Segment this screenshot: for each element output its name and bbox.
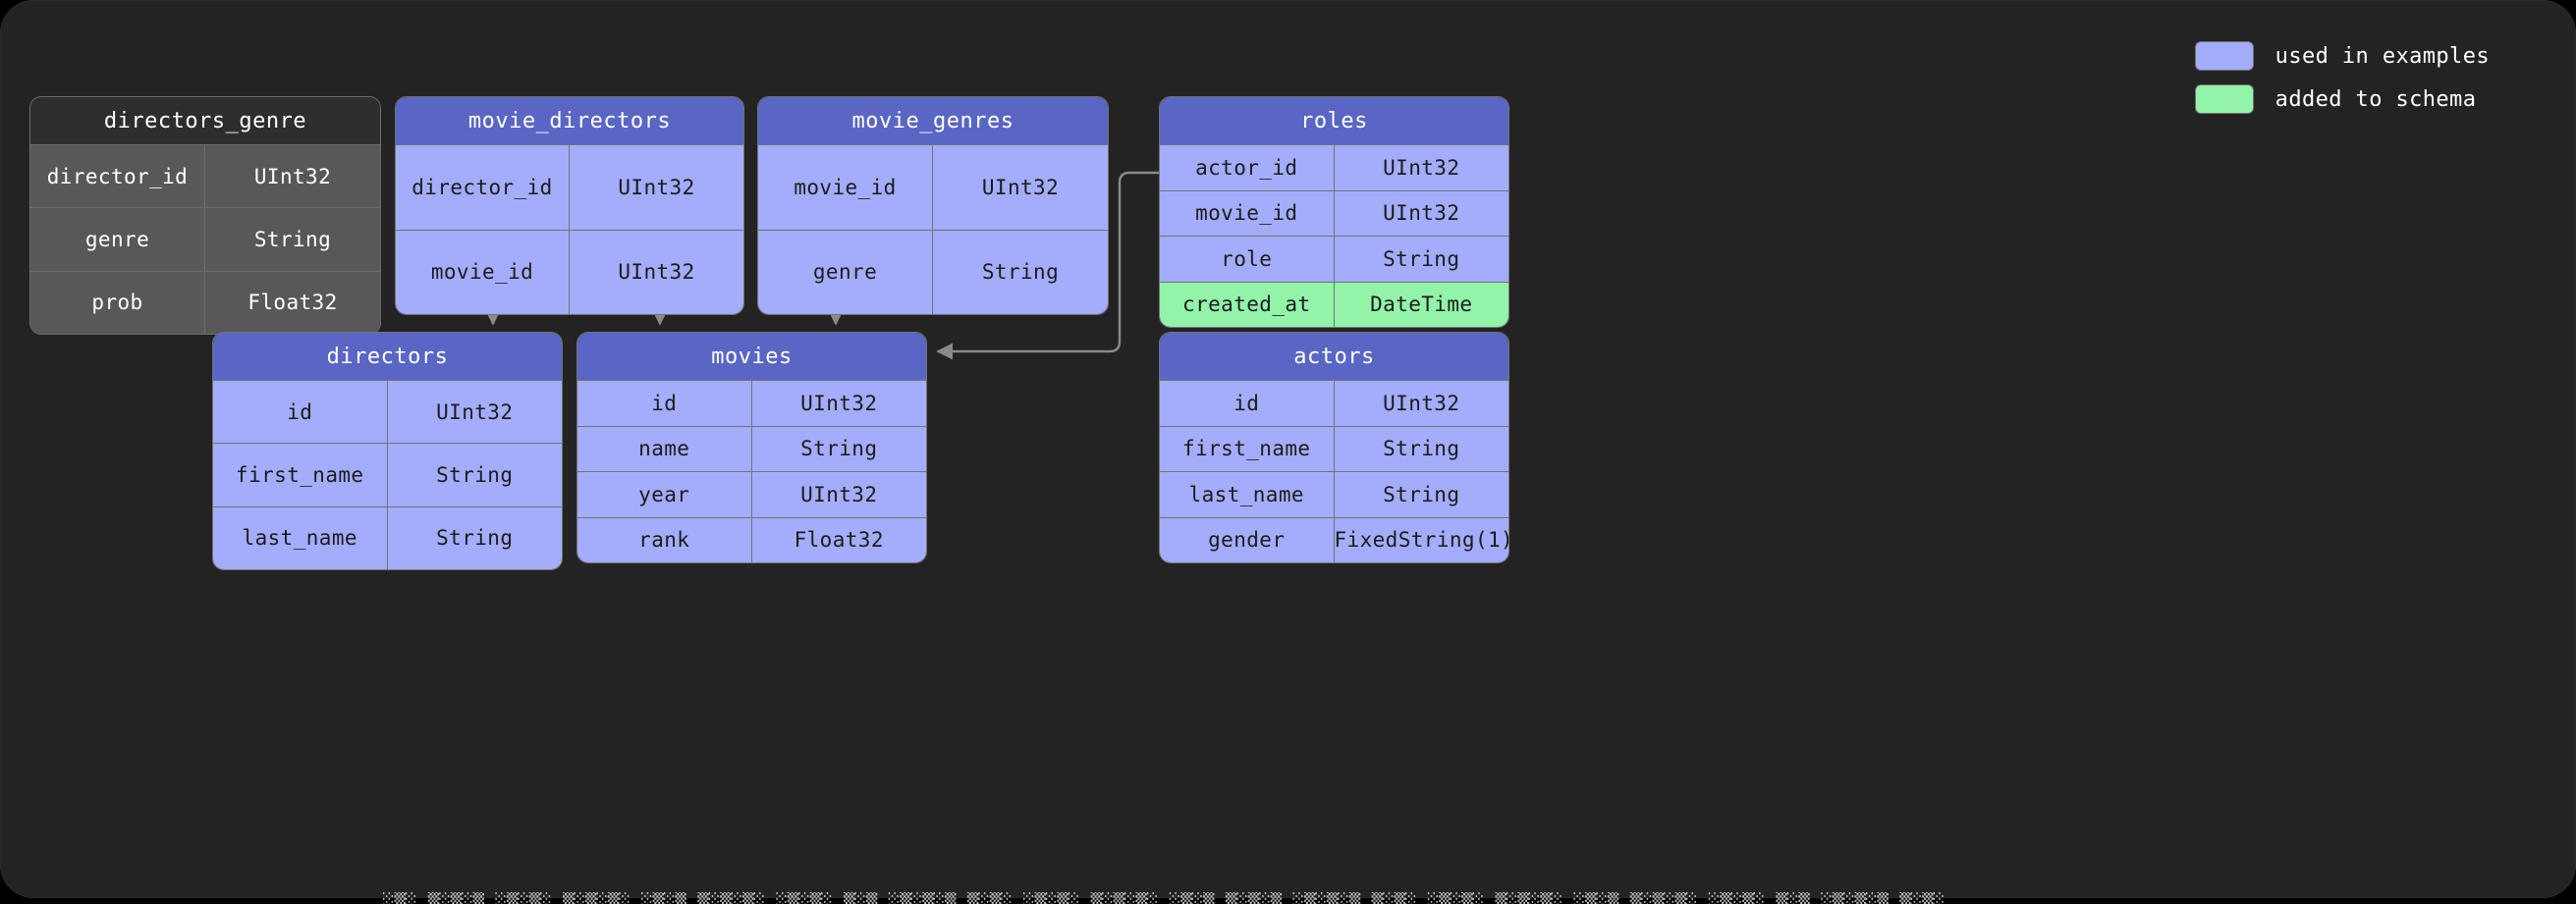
column-name: gender: [1160, 517, 1335, 562]
column-name: last_name: [1160, 472, 1335, 517]
column-type: String: [933, 230, 1108, 314]
column-type: FixedString(1): [1334, 517, 1508, 562]
column-type: DateTime: [1334, 282, 1508, 327]
column-type: UInt32: [751, 381, 926, 426]
legend-swatch-added-icon: [2194, 84, 2254, 114]
legend-swatch-used-icon: [2194, 41, 2254, 71]
column-name: id: [577, 381, 752, 426]
column-type: Float32: [751, 517, 926, 562]
column-name: last_name: [213, 506, 388, 569]
column-name: prob: [30, 271, 205, 334]
column-name: year: [577, 472, 752, 517]
column-name: first_name: [1160, 426, 1335, 471]
column-name: role: [1160, 237, 1335, 282]
column-type: String: [1334, 426, 1508, 471]
column-type: UInt32: [933, 145, 1108, 230]
column-type: String: [387, 444, 562, 506]
clipped-footer-text: ░▒░ ▒░▒░▒ ░▒░▒░ ▒░▒░▒░ ░▒░▒ ▒░▒░▒░ ░▒░▒░…: [383, 892, 1946, 904]
column-name: rank: [577, 517, 752, 562]
table-title-directors_genre: directors_genre: [30, 97, 380, 144]
table-title-actors: actors: [1160, 333, 1508, 380]
table-title-directors: directors: [213, 333, 562, 380]
column-name: genre: [758, 230, 933, 314]
legend-item-used: used in examples: [2194, 41, 2490, 71]
column-type: UInt32: [387, 381, 562, 444]
table-title-movies: movies: [577, 333, 926, 380]
column-name: director_id: [30, 145, 205, 208]
column-name: movie_id: [758, 145, 933, 230]
column-type: UInt32: [751, 472, 926, 517]
column-type: String: [1334, 472, 1508, 517]
column-name: name: [577, 426, 752, 471]
column-name: actor_id: [1160, 145, 1335, 190]
column-name: genre: [30, 208, 205, 271]
column-type: UInt32: [1334, 190, 1508, 236]
legend: used in examples added to schema: [2194, 41, 2490, 114]
column-type: UInt32: [570, 230, 743, 314]
column-type: String: [1334, 237, 1508, 282]
legend-item-added: added to schema: [2194, 84, 2477, 114]
legend-label-added: added to schema: [2275, 86, 2477, 112]
column-type: UInt32: [1334, 145, 1508, 190]
column-name: movie_id: [396, 230, 570, 314]
column-name: id: [213, 381, 388, 444]
column-name: movie_id: [1160, 190, 1335, 236]
column-type: String: [205, 208, 380, 271]
column-name: created_at: [1160, 282, 1335, 327]
column-type: String: [751, 426, 926, 471]
column-name: id: [1160, 381, 1335, 426]
table-title-movie_directors: movie_directors: [396, 97, 743, 144]
legend-label-used: used in examples: [2275, 43, 2490, 69]
column-type: UInt32: [570, 145, 743, 230]
column-type: Float32: [205, 271, 380, 334]
column-type: UInt32: [205, 145, 380, 208]
column-type: UInt32: [1334, 381, 1508, 426]
column-type: String: [387, 506, 562, 569]
column-name: first_name: [213, 444, 388, 506]
table-title-movie_genres: movie_genres: [758, 97, 1108, 144]
column-name: director_id: [396, 145, 570, 230]
table-title-roles: roles: [1160, 97, 1508, 144]
